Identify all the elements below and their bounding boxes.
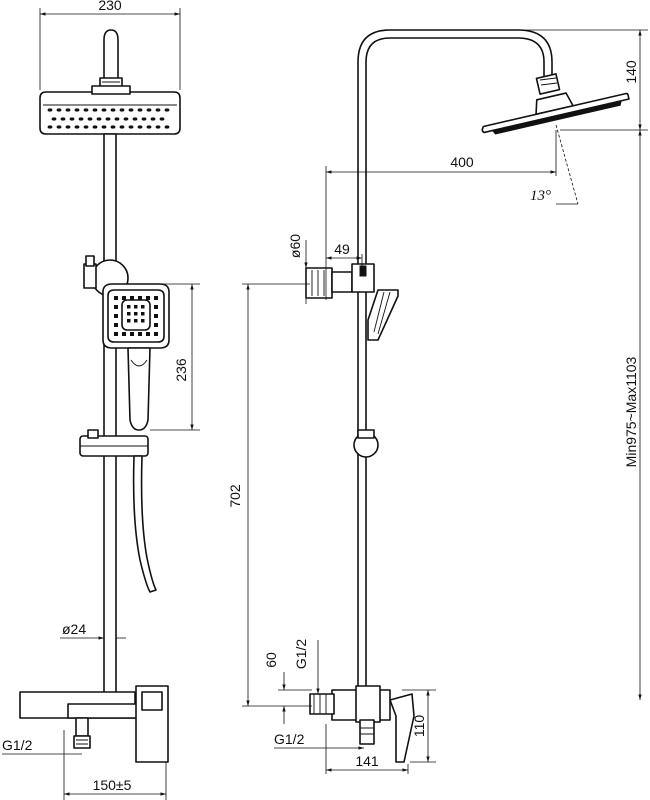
dim-arm-length: 400 [450,154,474,170]
front-dimensions: 230 236 ø24 G1/2 150±5 [2,0,200,800]
front-rail [103,133,117,695]
dim-head-width: 230 [98,0,122,13]
dim-thread-bottom: G1/2 [274,731,305,747]
front-mixer [19,685,169,763]
front-top-pipe [103,29,119,81]
dim-pipe-diameter: ø60 [287,234,303,258]
front-bracket-stub [83,263,97,289]
side-view [305,29,630,763]
side-mixer [309,685,415,763]
side-wall-bracket [305,263,375,299]
dim-inlet-height: 60 [263,652,279,668]
dim-tilt-angle: 13° [530,188,551,204]
front-slider-holder [79,429,149,457]
dim-thread-left: G1/2 [2,737,33,753]
dim-thread-top: G1/2 [293,639,309,670]
front-view [19,29,181,763]
dim-handshower-length: 236 [173,358,189,382]
front-head-nozzles [47,108,170,129]
dim-bracket-height: 702 [227,484,243,508]
dim-total-height: Min975~Max1103 [623,356,639,467]
dim-center-distance: 150±5 [93,777,132,793]
dim-mixer-height: 110 [411,715,427,738]
front-hand-shower [102,283,170,431]
dim-mixer-depth: 141 [355,753,379,769]
dim-head-height: 140 [623,60,639,84]
front-rain-head [39,85,181,135]
side-dimensions: 140 Min975~Max1103 400 13° ø60 49 702 60 [227,29,648,774]
side-rain-head [481,92,630,135]
side-overhead-arm [357,29,553,701]
dim-rail-diameter: ø24 [62,621,86,637]
hand-shower-nozzles [114,296,158,336]
front-hose [132,455,157,593]
dim-wall-offset: 49 [334,241,350,257]
